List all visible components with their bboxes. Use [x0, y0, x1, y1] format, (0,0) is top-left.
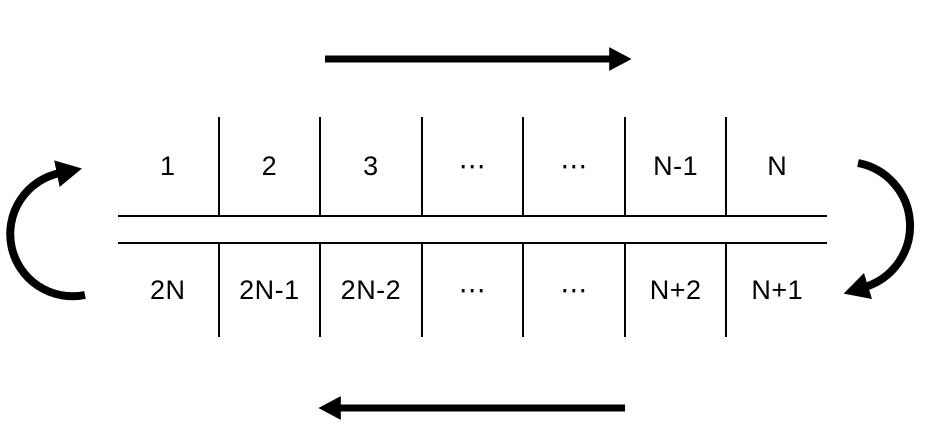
cell-top-1: 1 [160, 150, 176, 181]
cell-bottom-n-plus-1: N+1 [725, 244, 827, 337]
cell-bottom-ellipsis-2: ⋯ [522, 244, 624, 337]
bottom-row: 2N 2N-1 2N-2 ⋯ ⋯ N+2 N+1 [118, 242, 827, 337]
cell-bottom-ellipsis-1: ⋯ [420, 244, 523, 337]
cell-bottom-2n-minus-1: 2N-1 [217, 244, 320, 337]
cell-top-ellipsis-2: ⋯ [522, 117, 624, 215]
cell-bottom-2n-minus-2: 2N-2 [319, 244, 421, 337]
cell-top-ellipsis-1: ⋯ [420, 117, 523, 215]
cell-top-n: N [725, 117, 827, 215]
cell-bottom-n-plus-2: N+2 [623, 244, 726, 337]
wrap-right-curved-arrow-icon [843, 159, 914, 300]
cell-top-2: 2 [217, 117, 320, 215]
cell-top-3: 3 [319, 117, 421, 215]
wrap-left-curved-arrow-icon [6, 160, 86, 301]
cell-bottom-2n: 2N [150, 275, 186, 305]
top-row: 1 2 3 ⋯ ⋯ N-1 N [118, 117, 827, 217]
cell-top-n-minus-1: N-1 [623, 117, 726, 215]
